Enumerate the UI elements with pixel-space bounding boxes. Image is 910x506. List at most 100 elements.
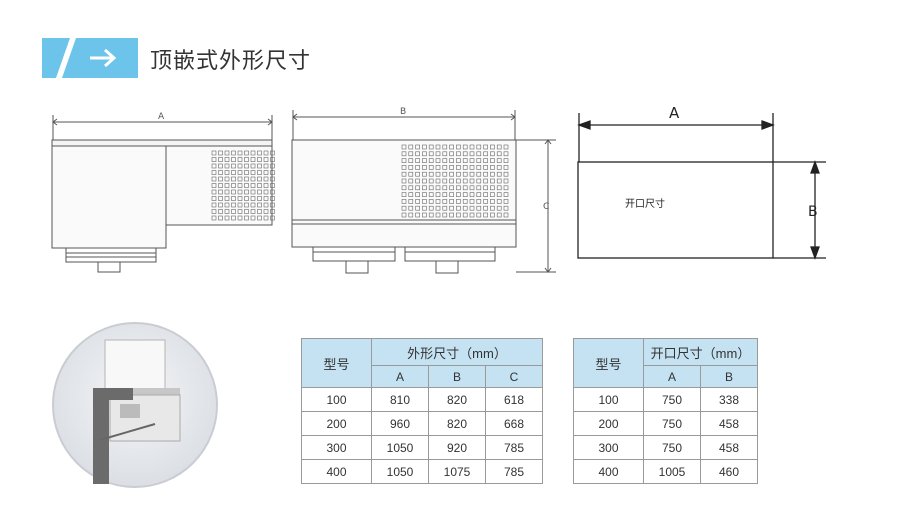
grille-cell xyxy=(415,199,420,204)
table-cell: 1050 xyxy=(371,459,429,484)
grille-cell xyxy=(224,209,230,214)
header-banner xyxy=(42,38,138,78)
grille-cell xyxy=(218,176,223,182)
grille-cell xyxy=(408,199,414,204)
grille-cell xyxy=(401,205,407,211)
grille-cell xyxy=(428,185,434,191)
grille-cell xyxy=(435,151,441,157)
grille-cell xyxy=(456,199,461,204)
grille-cell xyxy=(496,151,502,157)
grille-cell xyxy=(401,158,407,163)
grille-cell xyxy=(435,205,441,211)
grille-cell xyxy=(237,183,243,188)
group-header: 开口尺寸（mm） xyxy=(643,338,758,366)
grille-cell xyxy=(408,151,414,157)
grille-cell xyxy=(435,212,441,218)
grille-cell xyxy=(415,205,420,211)
table-cell: 200 xyxy=(301,411,372,436)
table-cell: 785 xyxy=(485,435,543,460)
table-row: 200 960 820 668 xyxy=(301,411,543,436)
grille-cell xyxy=(211,157,217,162)
grille-cell xyxy=(211,176,217,182)
grille-cell xyxy=(435,199,441,204)
wall-illustration xyxy=(93,339,181,484)
grille-cell xyxy=(456,158,461,163)
grille-cell xyxy=(456,212,461,218)
grille-cell xyxy=(237,196,243,201)
grille-cell xyxy=(224,183,230,188)
grille-cell xyxy=(270,176,275,182)
grille-cell xyxy=(244,183,249,188)
grille-cell xyxy=(224,196,230,201)
grille-cell xyxy=(462,178,468,184)
grille-cell xyxy=(476,165,482,170)
grille-cell xyxy=(462,205,468,211)
grille-cell xyxy=(237,189,243,195)
grille-cell xyxy=(218,150,223,156)
table-cell: 750 xyxy=(643,387,701,412)
grille-cell xyxy=(257,215,262,221)
grille-cell xyxy=(250,163,256,169)
grille-cell xyxy=(244,150,249,156)
table-cell: 400 xyxy=(573,459,644,484)
grille-cell xyxy=(435,158,441,163)
table-cell: 820 xyxy=(428,411,486,436)
grille-cell xyxy=(496,205,502,211)
model-header: 型号 xyxy=(573,338,644,388)
grille-cell xyxy=(449,199,454,204)
grille-cell xyxy=(496,178,502,184)
grille-cell xyxy=(257,183,262,188)
table-cell: 460 xyxy=(700,459,758,484)
grille-cell xyxy=(257,196,262,201)
grille-cell xyxy=(415,212,420,218)
side-view-drawing xyxy=(291,110,556,274)
grille-cell xyxy=(270,209,275,214)
grille-cell xyxy=(483,171,488,177)
grille-cell xyxy=(496,212,502,218)
grille-cell xyxy=(462,144,468,150)
grille-cell xyxy=(503,144,509,150)
grille-cell xyxy=(250,170,256,175)
grille-cell xyxy=(408,192,414,197)
grille-cell xyxy=(422,212,427,218)
table-cell: 750 xyxy=(643,435,701,460)
grille-cell xyxy=(211,170,217,175)
grille-cell xyxy=(456,185,461,191)
grille-cell xyxy=(231,202,236,208)
grille-cell xyxy=(250,157,256,162)
grille-cell xyxy=(428,212,434,218)
grille-cell xyxy=(490,151,495,157)
grille-cell xyxy=(250,189,256,195)
grille-cell xyxy=(218,196,223,201)
grille-cell xyxy=(422,171,427,177)
dimensions-table: 型号 外形尺寸（mm） A B C 100 810 820 618 200 96… xyxy=(301,338,543,484)
grille-cell xyxy=(456,151,461,157)
grille-cell xyxy=(415,178,420,184)
grille-cell xyxy=(231,189,236,195)
grille-cell xyxy=(462,158,468,163)
grille-cell xyxy=(490,185,495,191)
opening-text-label: 开口尺寸 xyxy=(625,197,665,210)
grille-cell xyxy=(218,215,223,221)
grille-cell xyxy=(435,185,441,191)
grille-cell xyxy=(401,178,407,184)
grille-cell xyxy=(263,163,269,169)
grille-cell xyxy=(244,209,249,214)
grille-cell xyxy=(244,163,249,169)
grille-cell xyxy=(449,185,454,191)
grille-cell xyxy=(422,165,427,170)
grille-cell xyxy=(449,144,454,150)
grille-cell xyxy=(449,212,454,218)
grille-cell xyxy=(462,185,468,191)
table-cell: 820 xyxy=(428,387,486,412)
grille-cell xyxy=(415,185,420,191)
column-header: A xyxy=(371,365,429,388)
grille-cell xyxy=(435,192,441,197)
grille-cell xyxy=(244,215,249,221)
grille-cell xyxy=(490,144,495,150)
grille-cell xyxy=(449,165,454,170)
grille-cell xyxy=(218,202,223,208)
grille-cell xyxy=(490,199,495,204)
grille-cell xyxy=(435,178,441,184)
grille-cell xyxy=(231,183,236,188)
